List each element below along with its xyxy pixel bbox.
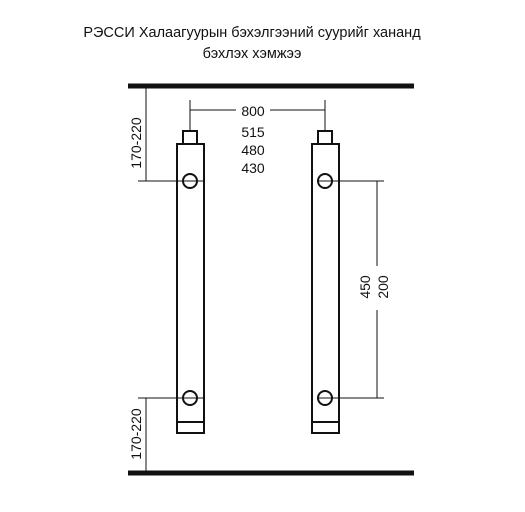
left-bracket-body xyxy=(176,143,205,434)
left-bracket-stub xyxy=(182,130,198,145)
vertical-distance-dimension: 450 200 xyxy=(319,180,391,399)
right-bracket-stub xyxy=(317,130,333,145)
horizontal-dimension-515: 515 xyxy=(241,124,265,140)
horizontal-dimension-430: 430 xyxy=(241,160,265,176)
horizontal-dimension-800: 800 xyxy=(241,103,265,119)
top-offset-dimension: 170-220 xyxy=(128,86,205,182)
vertical-dimension-450: 450 xyxy=(357,275,373,299)
horizontal-dimension-480: 480 xyxy=(241,142,265,158)
right-bracket xyxy=(311,130,340,434)
bottom-offset-label: 170-220 xyxy=(128,408,144,460)
title-line-2: бэхлэх хэмжээ xyxy=(203,46,302,62)
right-bracket-body xyxy=(311,143,340,434)
bottom-offset-dimension: 170-220 xyxy=(128,397,205,473)
vertical-dimension-200: 200 xyxy=(375,275,391,299)
horizontal-distance-dimension: 800 515 480 430 xyxy=(189,100,326,176)
top-offset-label: 170-220 xyxy=(128,117,144,169)
left-bracket xyxy=(176,130,205,434)
title-line-1: РЭССИ Халаагуурын бэхэлгээний суурийг ха… xyxy=(83,25,421,41)
